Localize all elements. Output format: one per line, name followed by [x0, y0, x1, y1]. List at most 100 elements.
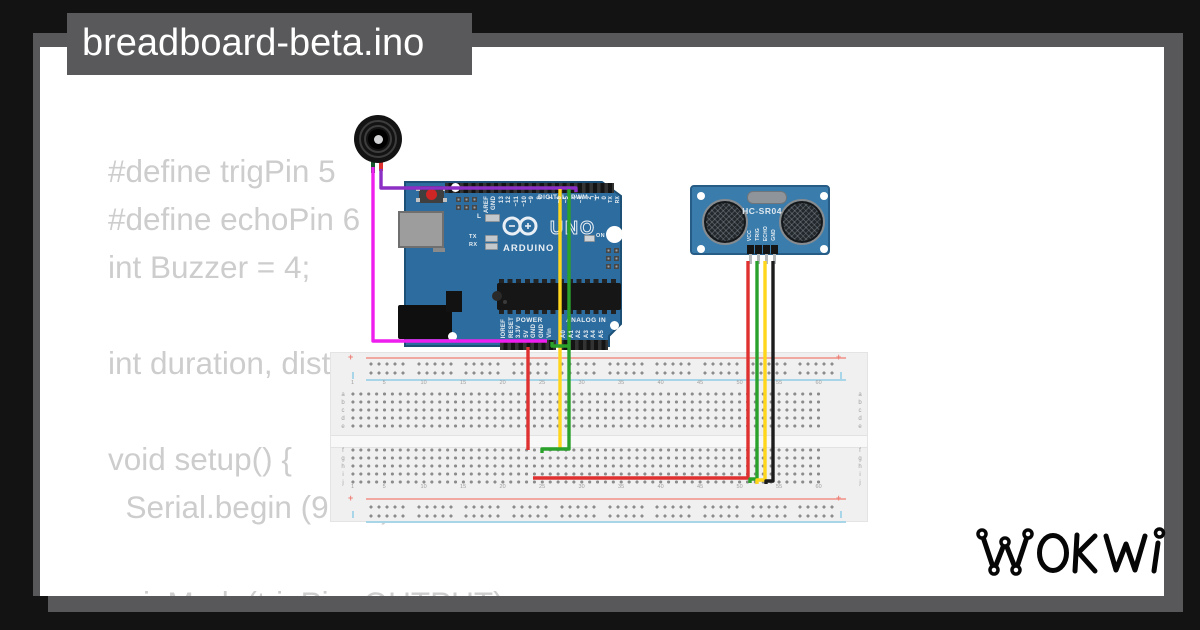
- digital-pin-label: ~5: [564, 196, 571, 204]
- sensor-mounting-hole: [819, 244, 828, 253]
- rail-hole-group[interactable]: [462, 362, 503, 366]
- buzzer-pin-positive: [379, 160, 383, 171]
- rail-hole-group[interactable]: [700, 362, 741, 366]
- rail-hole-group[interactable]: [605, 514, 646, 518]
- icsp-pin: [464, 197, 469, 202]
- logo-letter-i: [1151, 540, 1161, 574]
- rail-hole-group[interactable]: [367, 505, 407, 509]
- rail-hole-group[interactable]: [367, 362, 407, 366]
- sensor-pin[interactable]: [754, 245, 762, 254]
- rail-hole-group[interactable]: [462, 505, 503, 509]
- logo-letter-i-dot: [1153, 527, 1166, 539]
- rail-hole-group[interactable]: [605, 505, 646, 509]
- rail-hole-group[interactable]: [414, 505, 455, 509]
- rail-hole-group[interactable]: [557, 371, 598, 375]
- rail-positive-line: [366, 498, 846, 500]
- column-number: 30: [578, 484, 585, 490]
- rail-hole-group[interactable]: [414, 371, 455, 375]
- analog-header[interactable]: [560, 340, 608, 350]
- rail-hole-group[interactable]: [653, 362, 694, 366]
- rail-hole-group[interactable]: [557, 514, 598, 518]
- rail-hole-group[interactable]: [414, 362, 455, 366]
- rail-plus-marker: +: [836, 352, 842, 362]
- row-letter: i: [342, 471, 344, 478]
- icsp-pin: [472, 197, 477, 202]
- row-letter: g: [858, 455, 862, 462]
- rail-hole-group[interactable]: [653, 505, 694, 509]
- rail-hole-group[interactable]: [653, 514, 694, 518]
- rail-hole-group[interactable]: [748, 505, 789, 509]
- rx-label: RX: [469, 242, 478, 248]
- sensor-pin-stub: [772, 254, 776, 264]
- wire-sensor-gnd[interactable]: [764, 261, 775, 484]
- power-label: POWER: [516, 317, 543, 324]
- wire-gnd-jumper[interactable]: [550, 342, 568, 348]
- icsp-pin: [456, 197, 461, 202]
- rail-hole-group[interactable]: [748, 371, 789, 375]
- ultrasonic-transducer-right: [779, 199, 825, 245]
- rail-hole-group[interactable]: [700, 371, 741, 375]
- rail-hole-group[interactable]: [748, 514, 789, 518]
- wire-sensor-vcc[interactable]: [533, 261, 750, 480]
- rail-hole-group[interactable]: [605, 362, 646, 366]
- wire-sensor-trig[interactable]: [748, 261, 759, 483]
- sensor-pin-stub: [748, 254, 752, 264]
- frame-border-right: [1164, 33, 1183, 612]
- rail-hole-group[interactable]: [700, 514, 741, 518]
- digital-pin-label: ~10: [521, 196, 528, 207]
- sensor-pin[interactable]: [770, 245, 778, 254]
- wokwi-logo: [976, 527, 1166, 576]
- row-letter: h: [341, 463, 345, 470]
- power-header[interactable]: [500, 340, 556, 350]
- power-pin-label: IOREF: [501, 318, 507, 338]
- rail-hole-group[interactable]: [653, 371, 694, 375]
- sensor-pin[interactable]: [762, 245, 770, 254]
- wire-sensor-echo[interactable]: [755, 261, 767, 484]
- reset-button-pad: [416, 198, 420, 202]
- icsp-pin: [456, 205, 461, 210]
- row-letter: j: [342, 479, 344, 486]
- rail-negative-line: [366, 521, 846, 523]
- power-pin-label: GND: [531, 324, 538, 338]
- rail-hole-group[interactable]: [367, 371, 407, 375]
- buzzer[interactable]: [354, 115, 402, 163]
- rail-hole-group[interactable]: [796, 505, 837, 509]
- rail-hole-group[interactable]: [748, 362, 789, 366]
- rail-minus-marker: [840, 372, 842, 379]
- rail-hole-group[interactable]: [700, 505, 741, 509]
- rail-hole-group[interactable]: [510, 514, 551, 518]
- digital-pin-label: 12: [506, 196, 513, 204]
- sensor-pin[interactable]: [746, 245, 754, 254]
- rail-hole-group[interactable]: [367, 514, 407, 518]
- reset-button-cap[interactable]: [426, 189, 437, 200]
- sensor-crystal: [747, 191, 787, 204]
- led-l: [485, 214, 500, 222]
- rail-hole-group[interactable]: [796, 514, 837, 518]
- rail-hole-group[interactable]: [510, 371, 551, 375]
- rail-hole-group[interactable]: [605, 371, 646, 375]
- wire-buzzer-to-gnd[interactable]: [371, 167, 547, 343]
- rail-hole-group[interactable]: [462, 514, 503, 518]
- rail-hole-group[interactable]: [462, 371, 503, 375]
- row-letter: a: [858, 391, 862, 398]
- code-line: pinMode(trigPin, OUTPUT);: [108, 579, 513, 596]
- rail-hole-group[interactable]: [414, 514, 455, 518]
- wire-pin5-trig-column[interactable]: [540, 189, 571, 453]
- rail-hole-group[interactable]: [510, 362, 551, 366]
- power-jack: [398, 305, 452, 339]
- wire-buzzer-to-pin4[interactable]: [379, 169, 578, 192]
- filename-text: breadboard-beta.ino: [82, 22, 425, 64]
- rail-hole-group[interactable]: [796, 371, 837, 375]
- breadboard-bank-top[interactable]: [348, 390, 823, 430]
- rail-plus-marker: +: [348, 493, 354, 503]
- rail-hole-group[interactable]: [557, 505, 598, 509]
- power-pin-label: GND: [539, 324, 545, 338]
- power-pin-label: 3.3V: [516, 324, 523, 338]
- rail-hole-group[interactable]: [510, 505, 551, 509]
- frame-border-bottom: [48, 596, 1183, 612]
- sensor-mounting-hole: [696, 244, 705, 253]
- rail-hole-group[interactable]: [557, 362, 598, 366]
- rail-hole-group[interactable]: [796, 362, 837, 366]
